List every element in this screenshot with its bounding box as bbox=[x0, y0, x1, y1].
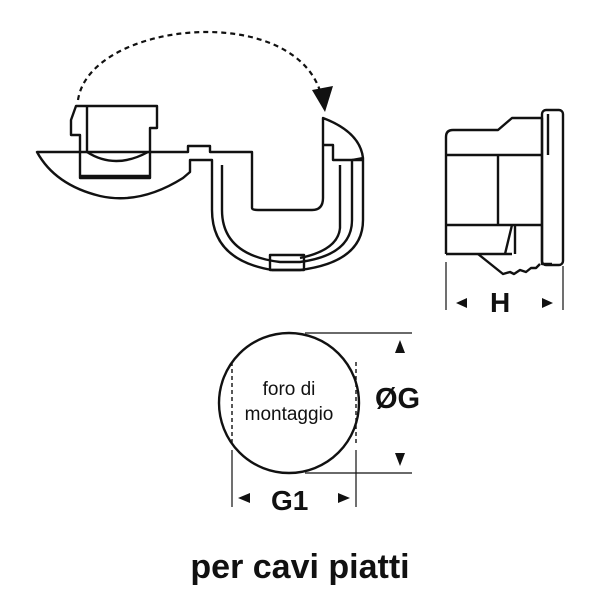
fold-arrowhead-icon bbox=[312, 86, 333, 112]
mounting-hole-view bbox=[217, 331, 412, 507]
mounting-hole-label: foro di montaggio bbox=[224, 377, 354, 427]
mounting-hole-label-line2: montaggio bbox=[244, 404, 334, 425]
side-view bbox=[444, 108, 565, 310]
dimension-diameter-label: ØG bbox=[375, 383, 421, 415]
fold-arrow bbox=[76, 30, 324, 101]
dimension-width-label: G1 bbox=[271, 485, 309, 516]
open-grommet-view bbox=[35, 104, 365, 272]
mounting-hole-label-line1: foro di bbox=[262, 379, 316, 400]
dimension-height-label: H bbox=[490, 287, 511, 318]
caption: per cavi piatti bbox=[190, 548, 410, 586]
